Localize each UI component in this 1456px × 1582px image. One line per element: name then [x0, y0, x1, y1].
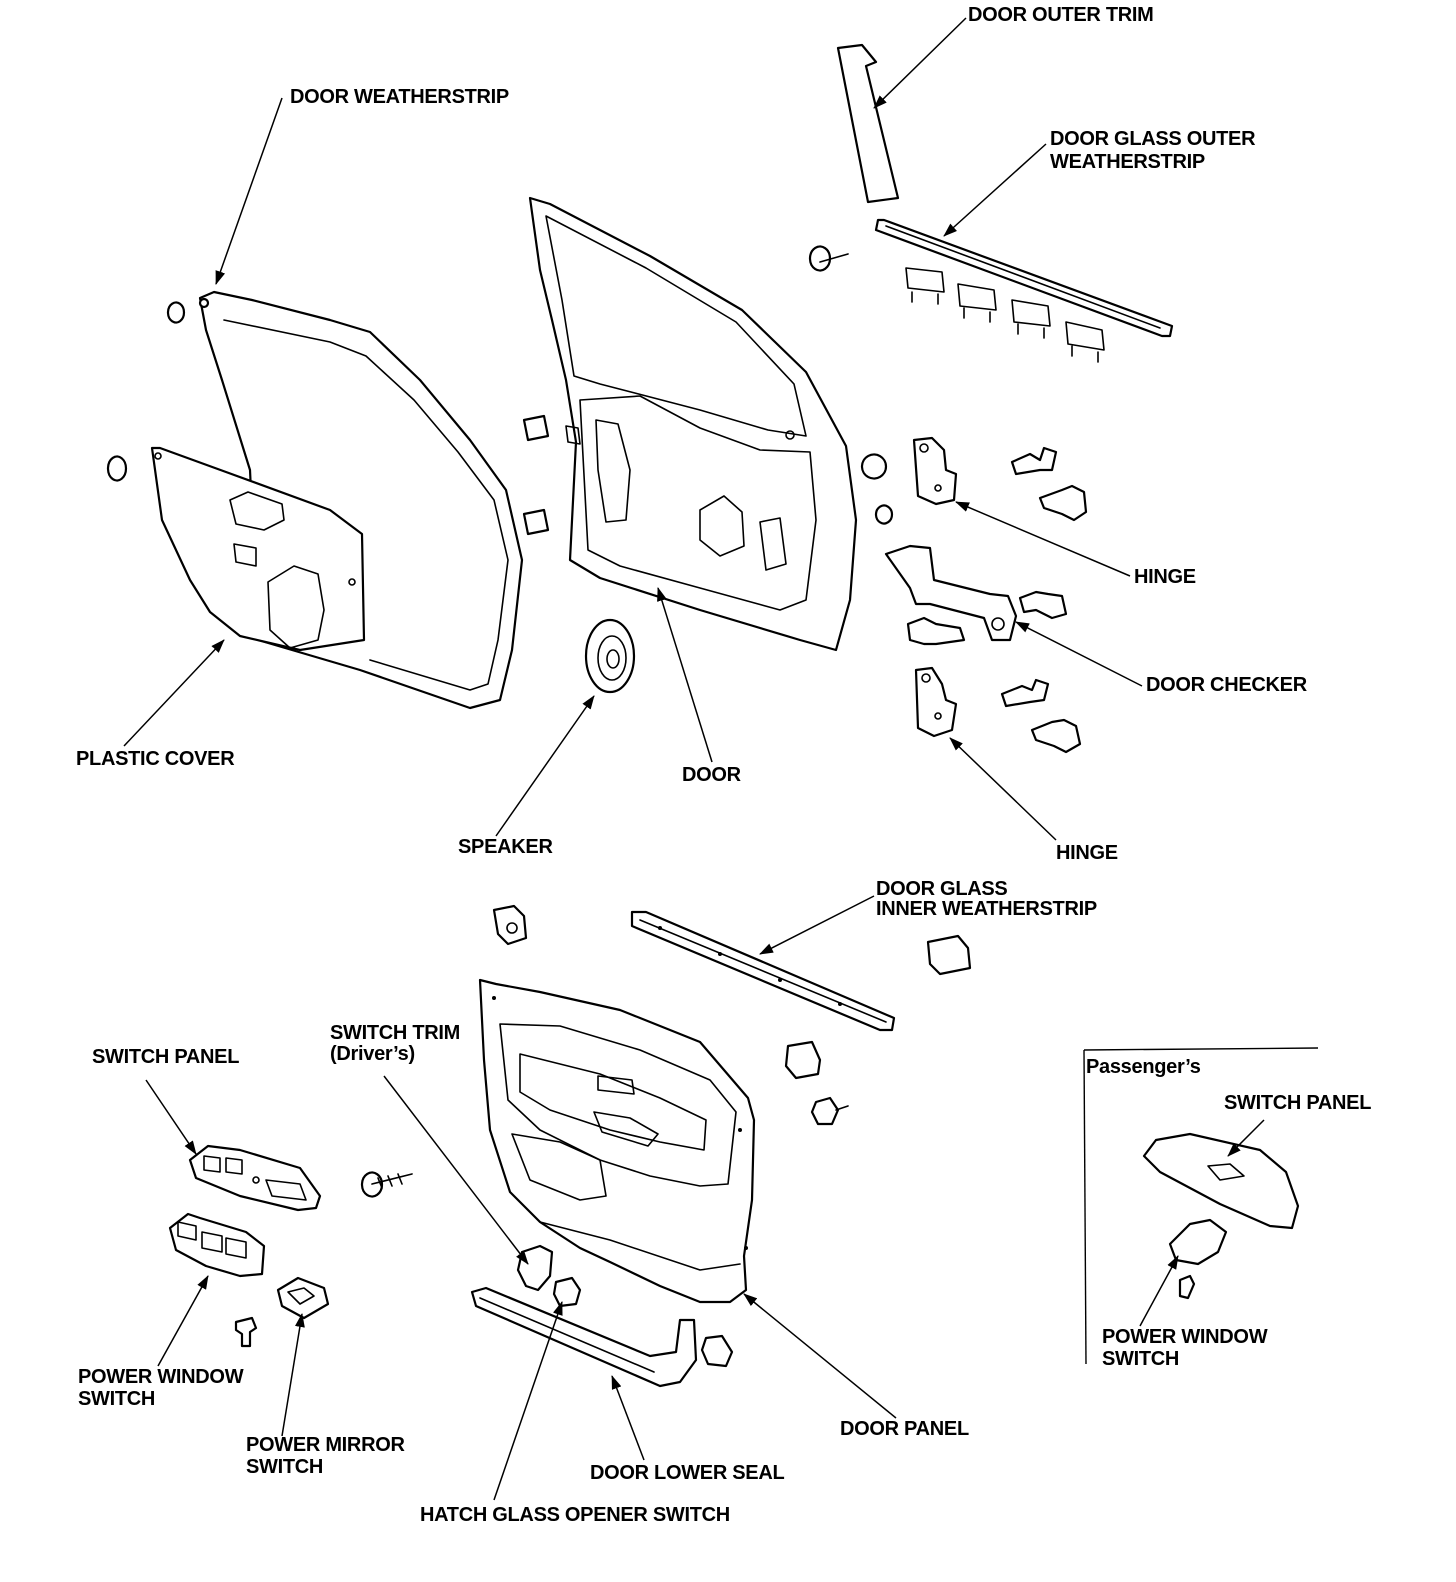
label-speaker: SPEAKER	[458, 836, 553, 858]
passenger-inset-frame	[1083, 1047, 1319, 1365]
label-door-outer-trim: DOOR OUTER TRIM	[968, 4, 1154, 26]
door-part	[528, 196, 858, 652]
inner-clips	[492, 904, 972, 1126]
label-power-window-switch-l2: SWITCH	[78, 1388, 156, 1410]
hinge-upper-part	[912, 436, 1088, 522]
label-switch-panel: SWITCH PANEL	[92, 1046, 240, 1068]
label-power-window-switch-passenger-l1: POWER WINDOW	[1102, 1326, 1268, 1348]
passenger-switch-panel-part	[1142, 1132, 1300, 1230]
door-glass-outer-weatherstrip-part	[808, 218, 1174, 363]
door-grommets	[522, 414, 894, 536]
hatch-glass-opener-switch-part	[552, 1276, 582, 1308]
label-power-mirror-switch-l2: SWITCH	[246, 1456, 324, 1478]
label-door-panel: DOOR PANEL	[840, 1418, 969, 1440]
leader-lines	[123, 17, 1265, 1501]
label-switch-trim-l1: SWITCH TRIM	[330, 1022, 461, 1044]
label-door-checker: DOOR CHECKER	[1146, 674, 1307, 696]
label-door-glass-inner-weatherstrip-l1: DOOR GLASS	[876, 878, 1008, 900]
door-outer-trim-part	[836, 43, 900, 204]
screw-part	[360, 1171, 413, 1198]
label-passengers: Passenger’s	[1086, 1056, 1201, 1078]
label-door: DOOR	[682, 764, 741, 786]
label-switch-trim-l2: (Driver’s)	[330, 1043, 415, 1065]
door-checker-part	[884, 544, 1068, 646]
switch-panel-part	[188, 1144, 322, 1212]
label-power-window-switch-passenger-l2: SWITCH	[1102, 1348, 1180, 1370]
power-window-switch-part	[168, 1212, 266, 1278]
bolt-part	[234, 1316, 258, 1348]
label-switch-panel-passenger: SWITCH PANEL	[1224, 1092, 1372, 1114]
label-door-glass-inner-weatherstrip-l2: INNER WEATHERSTRIP	[876, 898, 1097, 920]
label-power-mirror-switch-l1: POWER MIRROR	[246, 1434, 405, 1456]
switch-trim-part	[516, 1244, 554, 1292]
hinge-lower-part	[914, 666, 1082, 754]
label-plastic-cover: PLASTIC COVER	[76, 748, 235, 770]
label-hatch-glass-opener-switch: HATCH GLASS OPENER SWITCH	[420, 1504, 730, 1526]
door-clip-left	[106, 301, 186, 482]
plastic-cover-part	[150, 446, 366, 652]
speaker-part	[584, 618, 636, 694]
door-panel-part	[478, 978, 756, 1304]
label-hinge-lower: HINGE	[1056, 842, 1118, 864]
label-door-glass-outer-weatherstrip-l2: WEATHERSTRIP	[1050, 151, 1205, 173]
label-door-weatherstrip: DOOR WEATHERSTRIP	[290, 86, 509, 108]
label-door-glass-outer-weatherstrip-l1: DOOR GLASS OUTER	[1050, 128, 1256, 150]
passenger-power-window-switch-part	[1168, 1218, 1228, 1300]
label-hinge-upper: HINGE	[1134, 566, 1196, 588]
label-power-window-switch-l1: POWER WINDOW	[78, 1366, 244, 1388]
door-lower-seal-part	[470, 1286, 734, 1388]
power-mirror-switch-part	[276, 1276, 330, 1320]
label-door-lower-seal: DOOR LOWER SEAL	[590, 1462, 785, 1484]
door-glass-inner-weatherstrip-part	[630, 910, 896, 1032]
